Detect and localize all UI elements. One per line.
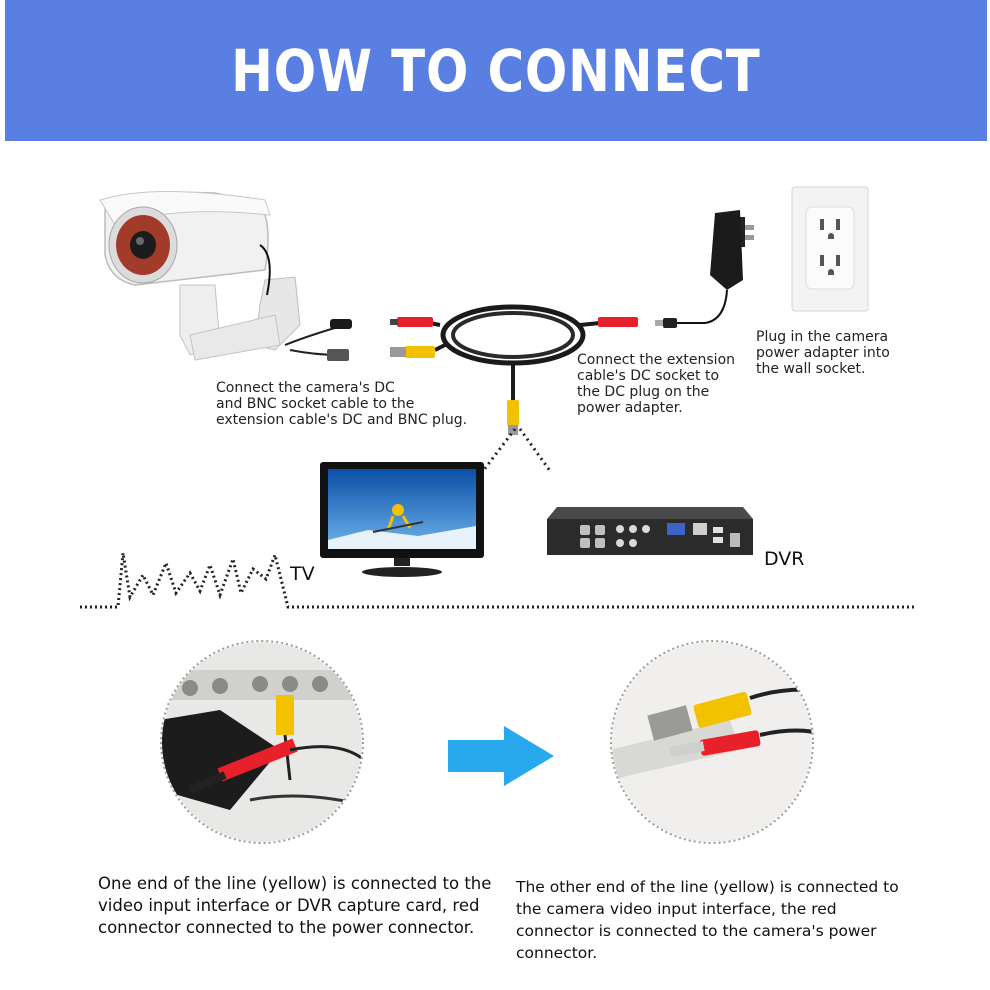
tv-monitor-icon [320,462,484,577]
right-arrow-icon [448,726,554,786]
extension-connection-caption: Connect the extension cable's DC socket … [577,352,736,416]
step-1-caption: One end of the line (yellow) is connecte… [98,874,492,937]
extension-cable-icon [390,304,638,435]
dvr-recorder-icon [547,507,753,555]
dvr-label: DVR [764,548,805,570]
dvr-connection-photo [160,640,364,844]
cctv-camera-icon [99,191,352,361]
step-2-caption: The other end of the line (yellow) is co… [516,878,899,962]
signal-waveform-divider [80,549,916,609]
wall-outlet-icon [791,186,869,312]
page-title: HOW TO CONNECT [231,36,761,105]
tv-label: TV [290,563,315,585]
connection-lines [481,428,552,472]
camera-connection-caption: Connect the camera's DC and BNC socket c… [216,380,468,428]
header-banner: HOW TO CONNECT [5,0,987,141]
wall-socket-caption: Plug in the camera power adapter into th… [756,329,890,377]
power-adapter-icon [655,210,754,328]
camera-connection-photo [610,640,814,844]
